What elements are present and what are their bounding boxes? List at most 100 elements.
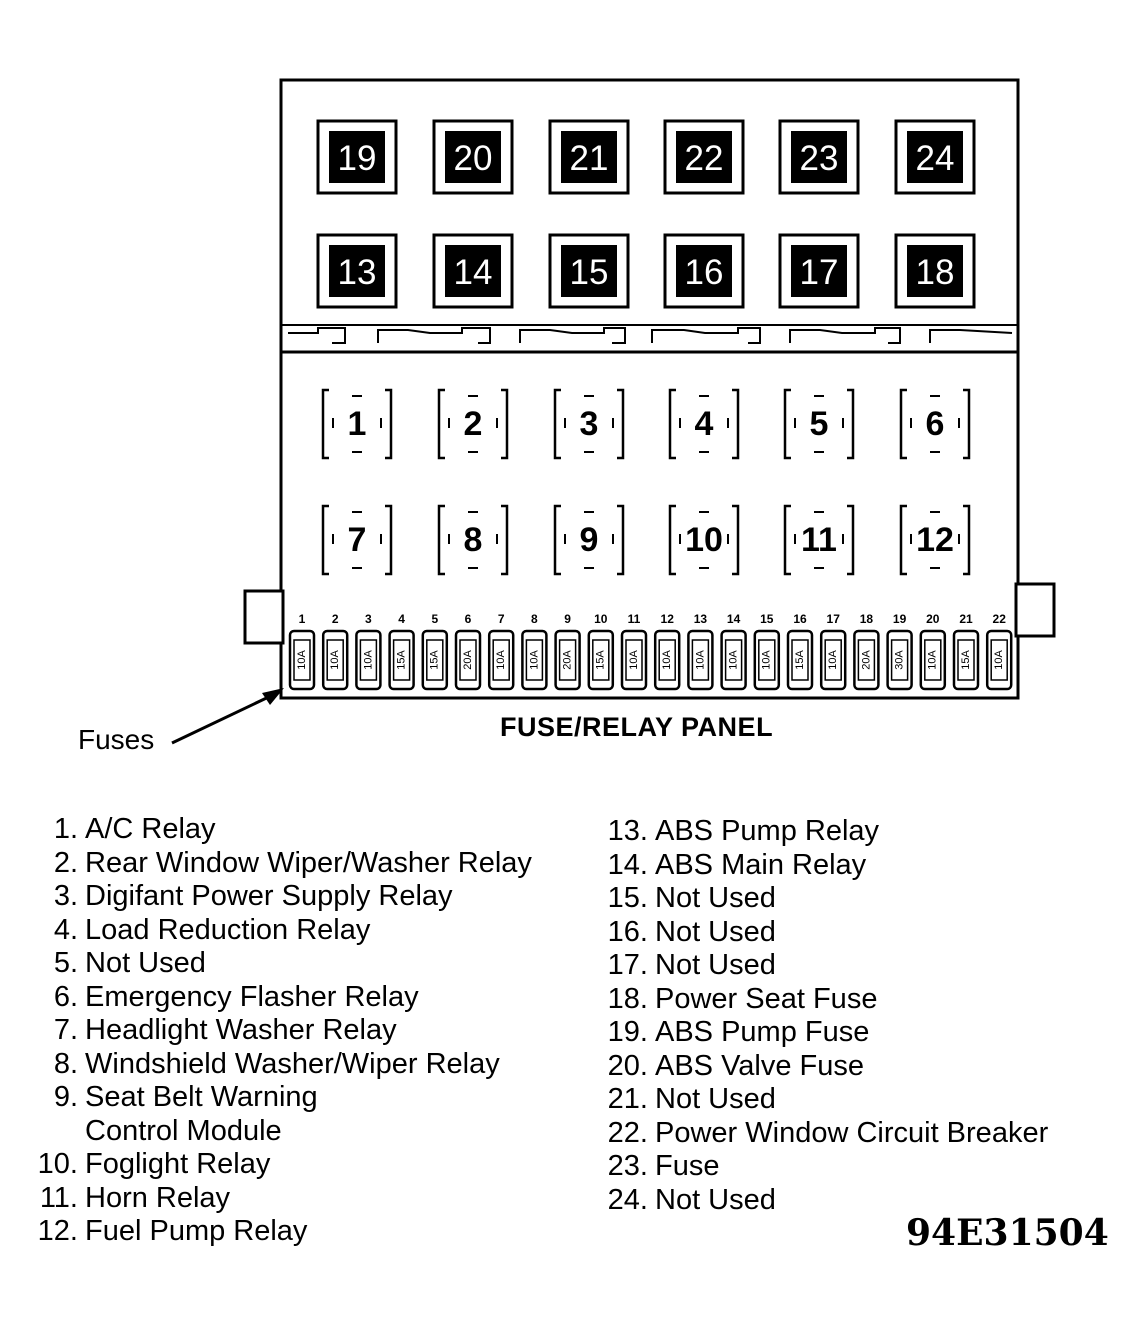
relay-box-inner — [445, 245, 501, 297]
fuse-position-5: 5 — [431, 612, 438, 626]
socket-number-6: 6 — [926, 405, 945, 443]
fuse-position-14: 14 — [727, 612, 741, 626]
relay-box-inner — [329, 245, 385, 297]
fuse-window — [691, 639, 710, 681]
fuse-window — [758, 639, 776, 681]
legend-item: 10.Foglight Relay — [30, 1148, 532, 1182]
fuse-rating-22: 10A — [993, 650, 1005, 670]
fuse-rating-16: 15A — [794, 650, 806, 670]
fuse-window — [857, 639, 876, 681]
fuse-position-15: 15 — [760, 612, 774, 626]
fuses-pointer-arrow — [171, 691, 278, 745]
legend-item-text: Not Used — [655, 1183, 776, 1216]
legend-item: 4.Load Reduction Relay — [30, 914, 532, 948]
fuse-window — [724, 639, 743, 681]
relay-number-19: 19 — [338, 139, 377, 178]
fuse-position-11: 11 — [628, 612, 641, 626]
fuses-pointer-arrowhead — [262, 688, 284, 705]
fuse-rating-17: 10A — [827, 650, 839, 670]
relay-socket-bracket — [553, 388, 625, 460]
relay-number-24: 24 — [916, 139, 955, 178]
relay-number-13: 13 — [338, 253, 377, 292]
legend-item-number: 24. — [607, 1183, 648, 1216]
fuse-window — [824, 639, 842, 681]
legend-item-text: Power Seat Fuse — [655, 982, 878, 1015]
relay-socket-bracket — [668, 504, 740, 576]
fuse-window — [359, 639, 378, 681]
relay-socket-bracket — [668, 388, 740, 460]
relay-number-14: 14 — [454, 253, 493, 292]
socket-number-5: 5 — [810, 405, 829, 443]
legend-item-number: 14. — [607, 848, 648, 881]
fuse-rating-15: 10A — [761, 650, 773, 670]
relay-socket-bracket — [783, 504, 855, 576]
legend-item: 15.Not Used — [600, 882, 1048, 916]
legend-item: 1.A/C Relay — [30, 813, 532, 847]
legend-item: 7.Headlight Washer Relay — [30, 1014, 532, 1048]
fuse-position-19: 19 — [893, 612, 907, 626]
relay-socket-bracket — [553, 504, 625, 576]
fuse-window — [890, 639, 909, 681]
legend-item-text: A/C Relay — [85, 813, 216, 845]
relay-box-inner — [907, 131, 963, 183]
relay-number-18: 18 — [916, 253, 955, 292]
fuse-position-7: 7 — [498, 612, 505, 626]
legend-item-number: 4. — [53, 913, 78, 946]
legend-item-number: 6. — [53, 980, 78, 1013]
legend-item-number: 19. — [607, 1016, 648, 1048]
legend-item: 6.Emergency Flasher Relay — [30, 981, 532, 1015]
legend-item: 17.Not Used — [600, 949, 1048, 983]
fuse-window — [459, 639, 477, 681]
legend-item: 12.Fuel Pump Relay — [30, 1215, 532, 1249]
legend-item-number: 12. — [37, 1215, 78, 1247]
fuse-window — [957, 639, 975, 681]
legend-item-number: 16. — [607, 915, 648, 948]
relay-socket-bracket — [321, 504, 393, 576]
legend-item-text: Not Used — [655, 882, 776, 914]
fuse-window — [392, 639, 411, 681]
legend-item-number: 21. — [607, 1083, 648, 1115]
socket-number-8: 8 — [464, 521, 483, 559]
legend-item: 20.ABS Valve Fuse — [600, 1050, 1048, 1084]
relay-socket-bracket — [899, 504, 971, 576]
relay-socket-bracket — [437, 504, 509, 576]
fuse-position-17: 17 — [827, 612, 841, 626]
legend-item-text: Seat Belt Warning — [85, 1081, 318, 1113]
legend-item: 18.Power Seat Fuse — [600, 983, 1048, 1017]
relay-box-inner — [561, 131, 617, 183]
relay-socket-bracket — [899, 388, 971, 460]
relay-socket-bracket — [783, 388, 855, 460]
socket-number-3: 3 — [580, 405, 599, 443]
figure-code: 94E31504 — [906, 1212, 1109, 1254]
fuse-rating-3: 10A — [362, 650, 374, 670]
legend-item-text: Headlight Washer Relay — [85, 1014, 397, 1046]
fuse-rating-11: 10A — [628, 650, 640, 670]
fuse-position-13: 13 — [694, 612, 708, 626]
legend-item: 19.ABS Pump Fuse — [600, 1016, 1048, 1050]
legend-item: 3.Digifant Power Supply Relay — [30, 880, 532, 914]
legend-item: 14.ABS Main Relay — [600, 849, 1048, 883]
relay-number-22: 22 — [685, 139, 724, 178]
fuse-position-4: 4 — [398, 612, 405, 626]
fuses-pointer-label: Fuses — [78, 724, 155, 755]
fuse-rating-13: 10A — [694, 650, 706, 670]
socket-number-2: 2 — [464, 405, 483, 443]
relay-number-17: 17 — [800, 253, 839, 292]
socket-number-7: 7 — [348, 521, 367, 559]
relay-number-23: 23 — [800, 139, 839, 178]
legend-item-text: ABS Main Relay — [655, 848, 867, 881]
socket-number-4: 4 — [695, 405, 714, 443]
fuse-position-18: 18 — [860, 612, 874, 626]
legend-item-number: 20. — [607, 1049, 648, 1082]
fuse-rating-18: 20A — [860, 650, 872, 670]
legend-item-number: 3. — [53, 880, 78, 912]
legend-item-number: 9. — [53, 1081, 78, 1113]
legend-item: 23.Fuse — [600, 1150, 1048, 1184]
fuse-window — [293, 639, 311, 681]
legend-item-number: 23. — [607, 1150, 648, 1182]
legend-item-number: 8. — [53, 1047, 78, 1080]
legend-item-text: Power Window Circuit Breaker — [655, 1116, 1049, 1149]
fuse-window — [326, 639, 344, 681]
legend-item: 5.Not Used — [30, 947, 532, 981]
